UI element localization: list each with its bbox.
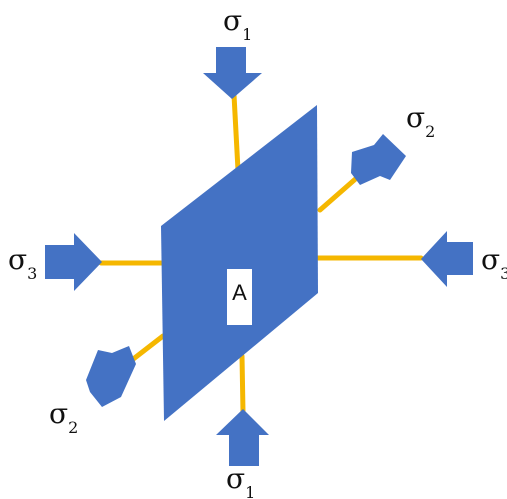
sigma1-bottom-label: σ1 [226, 462, 255, 499]
plane-label-box [227, 269, 252, 325]
sigma2-upper-right-subscript: 2 [425, 122, 435, 141]
sigma1-top-subscript: 1 [242, 25, 252, 44]
sigma3-right-subscript: 3 [500, 264, 507, 283]
sigma3-right-arrow-icon [421, 231, 473, 287]
sigma3-left-subscript: 3 [27, 264, 37, 283]
sigma2-lower-left-axis-line [129, 333, 166, 363]
plane-label-a: A [232, 280, 247, 305]
sigma3-left-symbol: σ [8, 243, 27, 276]
sigma2-upper-right-symbol: σ [406, 101, 425, 134]
sigma1-top-arrow-icon [203, 47, 262, 99]
sigma2-lower-left-symbol: σ [49, 397, 68, 430]
sigma2-upper-right-arrow-icon [351, 134, 406, 185]
sigma2-upper-right-label: σ2 [406, 101, 435, 141]
sigma1-bottom-axis-line [239, 353, 246, 415]
sigma1-bottom-subscript: 1 [245, 483, 255, 499]
sigma2-lower-left-label: σ2 [49, 397, 78, 437]
sigma1-top-label: σ1 [223, 4, 252, 44]
sigma1-bottom-arrow-icon [216, 409, 269, 466]
sigma2-lower-left-arrow-icon [86, 346, 136, 407]
sigma3-left-arrow-icon [45, 233, 102, 291]
sigma3-right-label: σ3 [481, 243, 507, 283]
sigma2-upper-right-axis-line [317, 172, 363, 213]
sigma3-right-symbol: σ [481, 243, 500, 276]
stress-plane-a [161, 105, 318, 421]
sigma2-lower-left-subscript: 2 [68, 418, 78, 437]
sigma1-bottom-symbol: σ [226, 462, 245, 495]
sigma1-top-symbol: σ [223, 4, 242, 37]
sigma3-left-label: σ3 [8, 243, 37, 283]
sigma1-top-axis-line [231, 92, 241, 173]
